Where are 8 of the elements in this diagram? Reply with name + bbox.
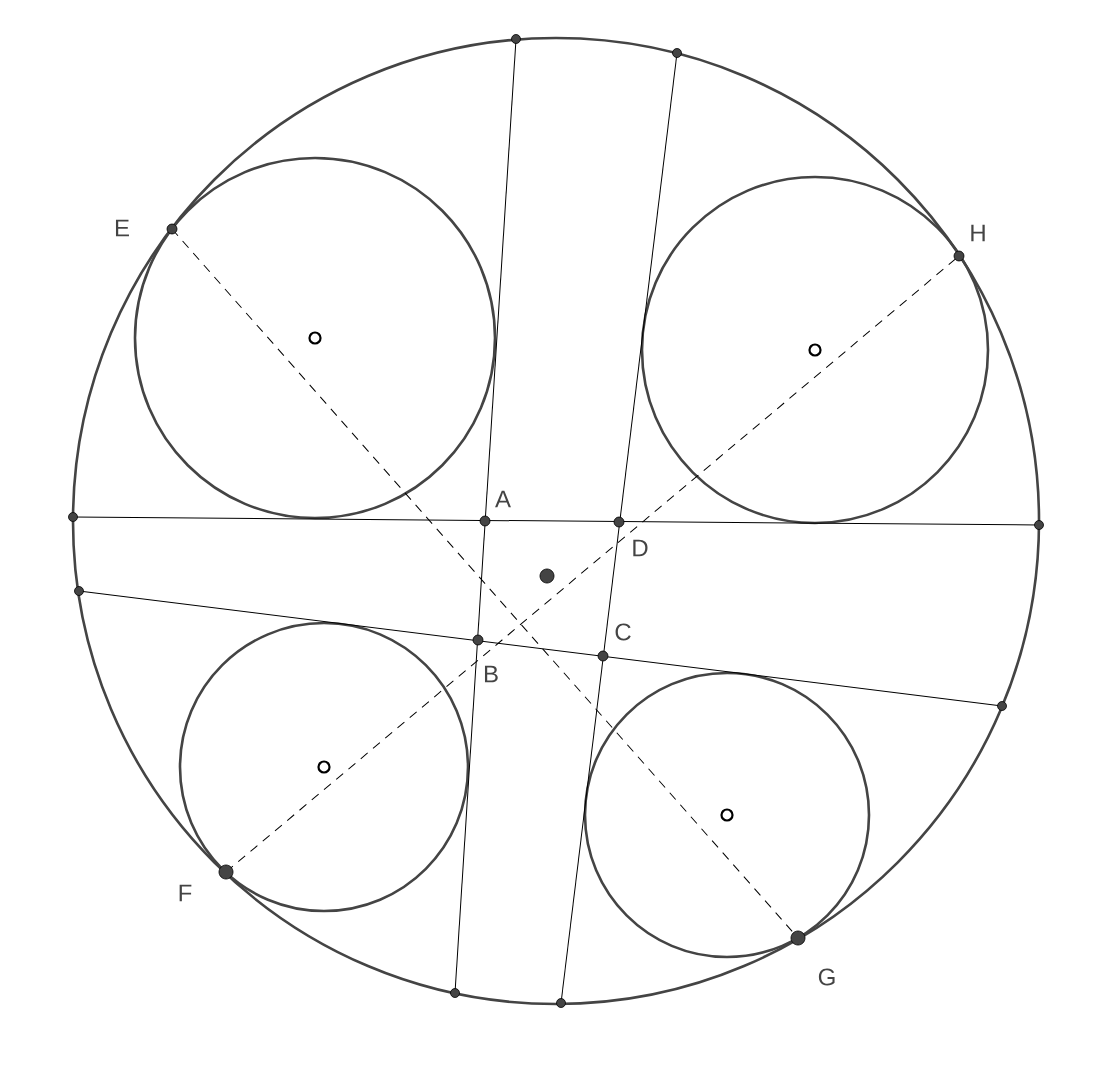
- point-label: C: [615, 623, 631, 641]
- point-label: D: [633, 539, 648, 557]
- point-label: A: [495, 490, 511, 508]
- point-label: F: [179, 884, 192, 902]
- point-label: E: [115, 219, 129, 237]
- point-label: G: [818, 968, 835, 986]
- point-label: B: [485, 665, 498, 683]
- point-label: H: [971, 224, 985, 242]
